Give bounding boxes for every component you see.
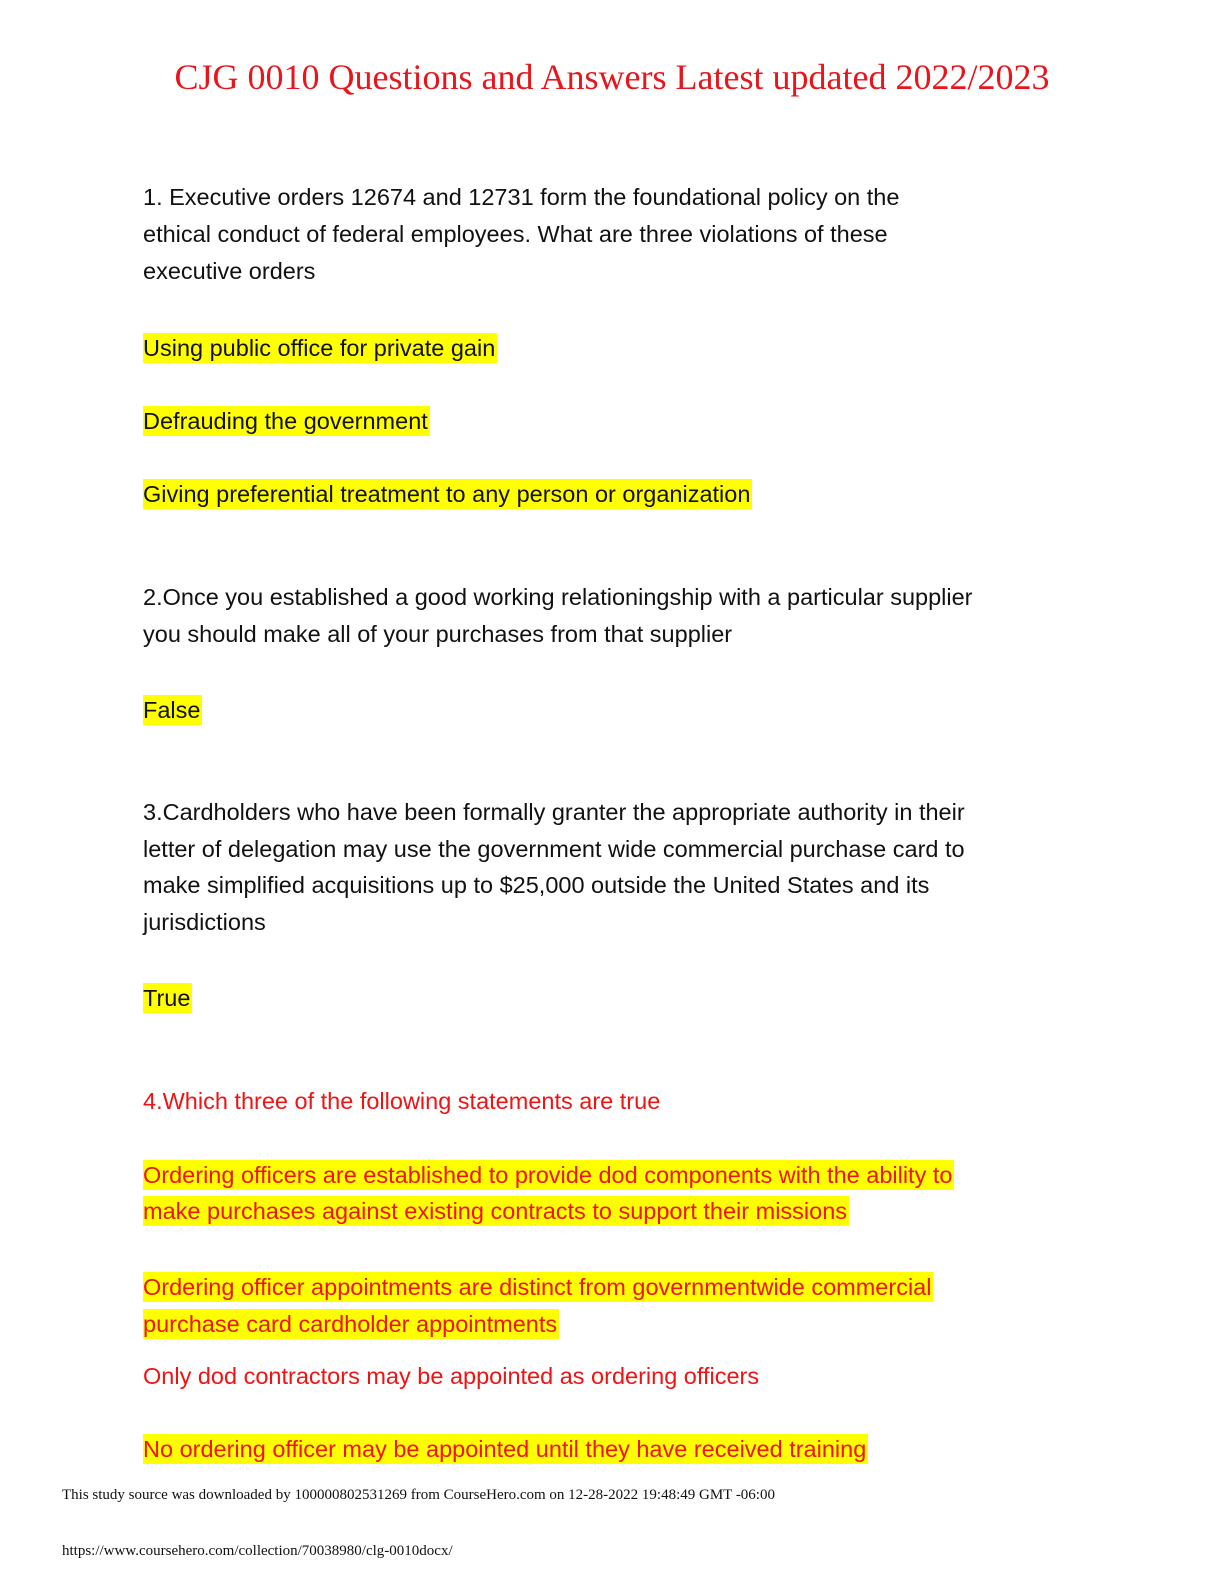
answer-1b: Defrauding the government	[143, 406, 430, 436]
question-3-line: jurisdictions	[143, 909, 266, 935]
option-4d: No ordering officer may be appointed unt…	[143, 1434, 869, 1464]
question-3-line: letter of delegation may use the governm…	[143, 836, 965, 862]
option-4a-line: Ordering officers are established to pro…	[143, 1160, 955, 1190]
answer-2: False	[143, 695, 203, 725]
answer-1c: Giving preferential treatment to any per…	[143, 479, 753, 509]
question-3-line: make simplified acquisitions up to $25,0…	[143, 872, 930, 898]
option-4b-line: purchase card cardholder appointments	[143, 1309, 560, 1339]
document-title: CJG 0010 Questions and Answers Latest up…	[174, 57, 1050, 97]
question-2-line: 2.Once you established a good working re…	[143, 584, 973, 610]
source-url[interactable]: https://www.coursehero.com/collection/70…	[62, 1543, 453, 1559]
question-1-line: executive orders	[143, 258, 316, 284]
question-3-line: 3.Cardholders who have been formally gra…	[143, 799, 965, 825]
question-1-line: 1. Executive orders 12674 and 12731 form…	[143, 184, 900, 210]
question-4: 4.Which three of the following statement…	[143, 1088, 661, 1114]
answer-3: True	[143, 983, 193, 1013]
option-4a-line: make purchases against existing contract…	[143, 1196, 850, 1226]
question-2-line: you should make all of your purchases fr…	[143, 621, 733, 647]
question-1-line: ethical conduct of federal employees. Wh…	[143, 221, 888, 247]
answer-1a: Using public office for private gain	[143, 333, 498, 363]
option-4c: Only dod contractors may be appointed as…	[143, 1363, 760, 1389]
option-4b-line: Ordering officer appointments are distin…	[143, 1272, 934, 1302]
download-note: This study source was downloaded by 1000…	[62, 1487, 775, 1503]
